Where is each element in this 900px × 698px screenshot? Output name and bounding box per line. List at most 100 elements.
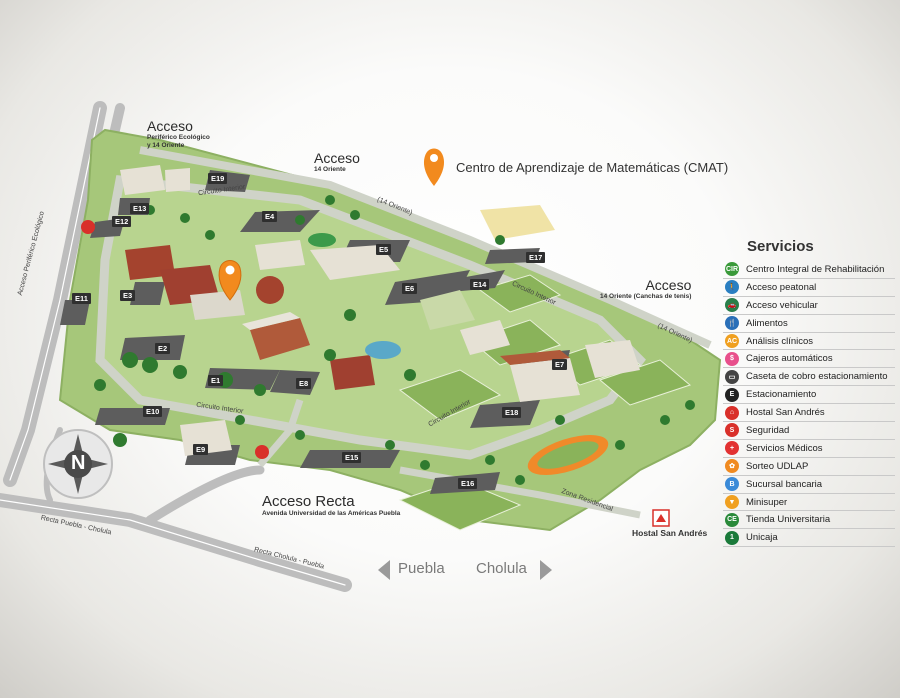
parking-label-e16[interactable]: E16: [458, 478, 478, 489]
parking-label-e15[interactable]: E15: [342, 452, 362, 463]
access-north-sub1: Periférico Ecológico: [147, 134, 210, 141]
legend-item-label: Seguridad: [746, 424, 790, 436]
parking-label-e7[interactable]: E7: [552, 359, 568, 370]
food-icon: 🍴: [725, 316, 739, 331]
parking-label-e17[interactable]: E17: [526, 252, 546, 263]
hostal-label: Hostal San Andrés: [632, 528, 708, 538]
arrow-right-icon[interactable]: [540, 560, 552, 580]
legend-item-label: Cajeros automáticos: [746, 353, 833, 365]
access-east-title: Acceso: [645, 277, 692, 293]
legend-item[interactable]: AC Análisis clínicos: [723, 333, 895, 351]
legend-list: CIR Centro Integral de Rehabilitación 🚶 Acc…: [723, 261, 895, 548]
legend-item[interactable]: 1 Unicaja: [723, 529, 895, 548]
parking-label-e3[interactable]: E3: [120, 290, 136, 301]
road-recta-access: [257, 398, 304, 468]
security-markers[interactable]: [81, 220, 269, 459]
running-track: [527, 434, 609, 476]
legend-item[interactable]: E Estacionamiento: [723, 386, 895, 405]
access-north-sub2: y 14 Oriente: [147, 142, 185, 149]
legend-item[interactable]: CIR Centro Integral de Rehabilitación: [723, 261, 895, 279]
parking-label-e10[interactable]: E10: [143, 406, 163, 417]
access-north: Acceso Periférico Ecológico y 14 Oriente: [147, 118, 210, 150]
medical-icon: +: [725, 441, 739, 456]
unicaja-icon: 1: [725, 530, 739, 545]
parking-icon: E: [725, 387, 739, 402]
legend-item[interactable]: 🍴 Alimentos: [723, 315, 895, 333]
cmat-label: Centro de Aprendizaje de Matemáticas (CM…: [456, 160, 729, 175]
legend-item-label: Acceso peatonal: [746, 281, 817, 293]
legend-item-label: Estacionamiento: [746, 389, 817, 401]
legend-item-label: Hostal San Andrés: [746, 407, 825, 419]
legend-item-label: Centro Integral de Rehabilitación: [746, 263, 885, 275]
access-recta-sub: Avenida Universidad de las Américas Pueb…: [262, 510, 401, 517]
hostel-icon: ⌂: [725, 405, 739, 420]
access-top-title: Acceso: [314, 150, 360, 166]
car-icon: 🚗: [725, 298, 739, 313]
store-icon: CE: [725, 512, 739, 527]
access-recta: Acceso Recta Avenida Universidad de las …: [262, 493, 400, 518]
legend-item[interactable]: S Seguridad: [723, 422, 895, 440]
toll-icon: ▭: [725, 369, 739, 384]
rehab-icon: CIR: [725, 262, 739, 277]
parking-label-e13[interactable]: E13: [130, 203, 150, 214]
legend-item[interactable]: ▼ Minisuper: [723, 494, 895, 512]
legend-item[interactable]: ✿ Sorteo UDLAP: [723, 458, 895, 476]
security-icon: S: [725, 423, 739, 438]
legend-item[interactable]: 🚗 Acceso vehicular: [723, 297, 895, 315]
parking-label-e11[interactable]: E11: [72, 293, 91, 304]
road-14-oriente: [139, 146, 712, 349]
legend-item[interactable]: ▭ Caseta de cobro estacionamiento: [723, 368, 895, 387]
pedestrian-icon: 🚶: [725, 280, 739, 295]
legend-item[interactable]: CE Tienda Universitaria: [723, 511, 895, 530]
parking-label-e19[interactable]: E19: [208, 173, 228, 184]
raffle-icon: ✿: [725, 459, 739, 474]
legend-item-label: Sucursal bancaria: [746, 478, 823, 490]
bank-icon: B: [725, 477, 739, 492]
legend-item[interactable]: $ Cajeros automáticos: [723, 350, 895, 369]
access-recta-title: Acceso Recta: [262, 493, 355, 510]
atm-icon: $: [725, 351, 739, 366]
cmat-marker[interactable]: [218, 260, 242, 301]
legend-item-label: Caseta de cobro estacionamiento: [746, 371, 888, 383]
arrow-left-icon[interactable]: [378, 560, 390, 580]
parking-label-e6[interactable]: E6: [402, 283, 418, 294]
access-top: Acceso 14 Oriente: [314, 150, 360, 174]
legend-item-label: Minisuper: [746, 496, 788, 508]
parking-label-e12[interactable]: E12: [112, 216, 132, 227]
legend-item-label: Acceso vehicular: [746, 299, 818, 311]
parking-label-e1[interactable]: E1: [208, 375, 224, 386]
legend-item-label: Alimentos: [746, 317, 788, 329]
hostal-marker[interactable]: [652, 509, 670, 527]
sports-fields: [398, 274, 692, 531]
legend-item[interactable]: B Sucursal bancaria: [723, 476, 895, 494]
highways: [0, 101, 352, 592]
legend-item[interactable]: + Servicios Médicos: [723, 440, 895, 458]
direction-puebla[interactable]: Puebla: [398, 560, 445, 577]
access-east-sub: 14 Oriente (Canchas de tenis): [600, 293, 692, 300]
legend-item-label: Tienda Universitaria: [746, 514, 831, 526]
parking-label-e5[interactable]: E5: [376, 244, 392, 255]
legend-item[interactable]: 🚶 Acceso peatonal: [723, 279, 895, 297]
parking-label-e18[interactable]: E18: [502, 407, 522, 418]
legend-item-label: Sorteo UDLAP: [746, 460, 809, 472]
direction-cholula[interactable]: Cholula: [476, 560, 527, 577]
legend-item[interactable]: ⌂ Hostal San Andrés: [723, 404, 895, 423]
parking-label-e8[interactable]: E8: [296, 378, 312, 389]
parking-label-e4[interactable]: E4: [262, 211, 278, 222]
parking-label-e2[interactable]: E2: [155, 343, 171, 354]
minisuper-icon: ▼: [725, 495, 739, 510]
compass-rose: [43, 429, 113, 499]
parking-label-e14[interactable]: E14: [470, 279, 490, 290]
access-east: Acceso 14 Oriente (Canchas de tenis): [600, 277, 691, 301]
legend-item-label: Análisis clínicos: [746, 335, 814, 347]
legend-item-label: Unicaja: [746, 532, 778, 544]
cmat-legend-marker: [423, 148, 445, 186]
access-north-title: Acceso: [147, 118, 193, 134]
parking-label-e9[interactable]: E9: [193, 444, 209, 455]
legend-item-label: Servicios Médicos: [746, 442, 823, 454]
access-top-sub: 14 Oriente: [314, 166, 346, 173]
clinical-icon: AC: [725, 334, 739, 348]
compass-letter: N: [71, 452, 86, 474]
